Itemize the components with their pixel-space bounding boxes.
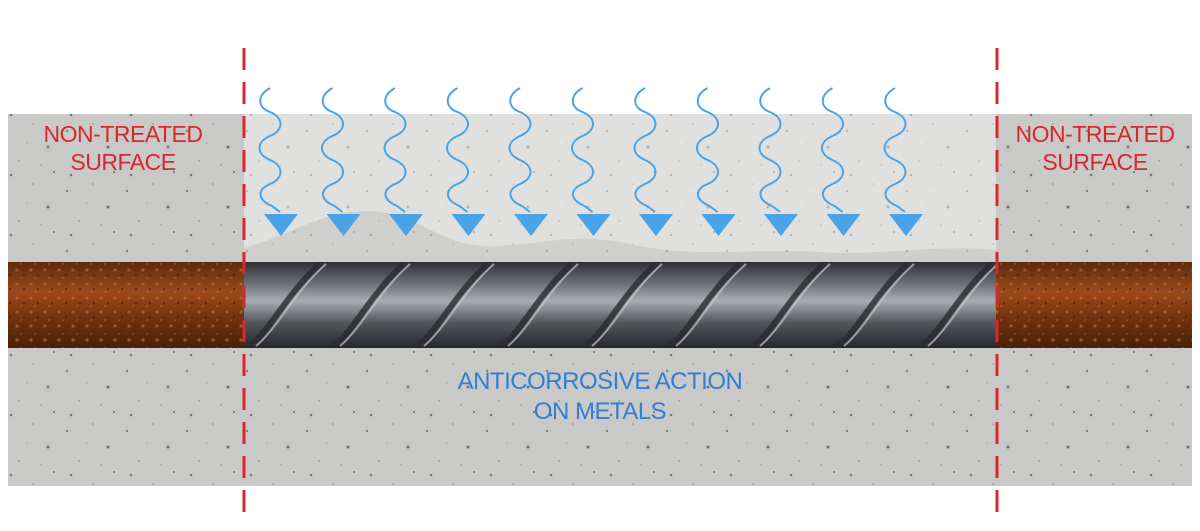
wavy-arrow-icon xyxy=(821,87,861,236)
center-label-line1: ANTICORROSIVE ACTION xyxy=(457,368,743,395)
wavy-arrow-icon xyxy=(633,87,673,236)
center-label-line2: ON METALS xyxy=(533,398,667,425)
penetration-arrows xyxy=(258,87,923,236)
wavy-arrow-icon xyxy=(321,87,361,236)
right-label-line2: SURFACE xyxy=(1042,149,1148,175)
left-non-treated-label: NON-TREATED SURFACE xyxy=(28,120,218,176)
wavy-arrow-icon xyxy=(508,87,548,236)
right-label-line1: NON-TREATED xyxy=(1015,121,1175,147)
anticorrosive-action-label: ANTICORROSIVE ACTION ON METALS xyxy=(420,367,780,427)
rusty-rebar-right xyxy=(996,262,1192,348)
protected-steel-rebar xyxy=(244,261,999,349)
left-label-line2: SURFACE xyxy=(70,149,176,175)
wavy-arrow-icon xyxy=(258,87,298,236)
left-label-line1: NON-TREATED xyxy=(43,121,203,147)
wavy-arrow-icon xyxy=(696,87,736,236)
rusty-rebar-left xyxy=(8,262,244,348)
wavy-arrow-icon xyxy=(571,87,611,236)
wavy-arrow-icon xyxy=(883,87,923,236)
right-non-treated-label: NON-TREATED SURFACE xyxy=(1000,120,1190,176)
wavy-arrow-icon xyxy=(758,87,798,236)
wavy-arrow-icon xyxy=(383,87,423,236)
wavy-arrow-icon xyxy=(446,87,486,236)
